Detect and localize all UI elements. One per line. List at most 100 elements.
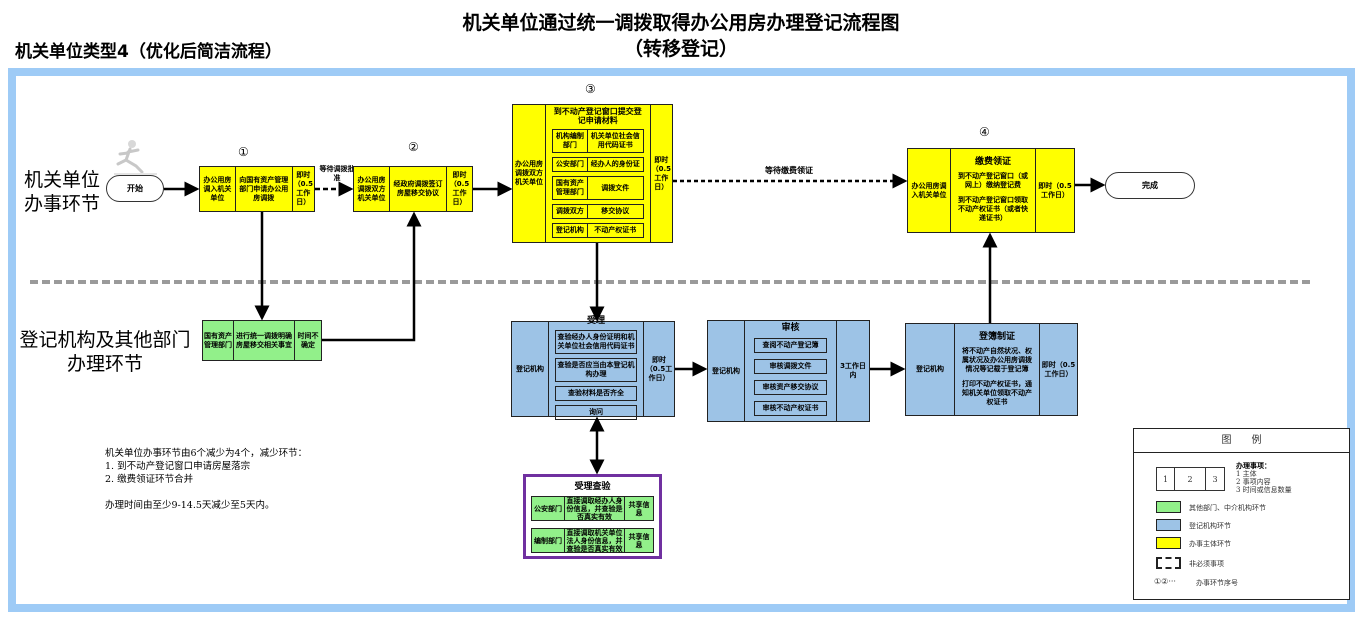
running-person-icon (114, 140, 157, 175)
step-subject: 办公用房调入机关单位 (911, 181, 947, 199)
task-item: 查验是否应当由本登记机构办理 (555, 357, 637, 382)
step-content: 受理 查验经办人身份证明和机关单位社会信用代码证书 查验是否应当由本登记机构办理… (548, 316, 643, 420)
step-number: ③ (585, 82, 596, 96)
material-doc: 移交协议 (586, 205, 643, 218)
material-row: 登记机构不动产权证书 (551, 223, 644, 238)
task-item: 查阅不动产登记簿 (754, 337, 827, 353)
step-subject: 办公用房调拨双方机关单位 (514, 160, 543, 186)
step-content: 审核 查阅不动产登记簿 审核调拨文件 审核资产移交协议 审核不动产权证书 (744, 321, 836, 421)
step-subject: 登记机构 (712, 366, 740, 375)
material-row: 国有资产管理部门调拨文件 (551, 176, 644, 200)
page-title: 机关单位通过统一调拨取得办公用房办理登记流程图 (462, 12, 900, 34)
legend-item-explain: 办理事项： 1 主体 2 事项内容 3 时间或信息数量 (1236, 461, 1292, 495)
asset-dept-box: 国有资产管理部门 进行统一调拨明确房屋移交相关事宜 时间不确定 (202, 320, 322, 361)
step-time: 即时（0.5工作日） (1039, 324, 1077, 415)
step-heading: 受理 (586, 315, 605, 326)
legend-text: 办理事项： (1236, 461, 1271, 470)
note-line: 办理时间由至少9-14.5天减少至5天内。 (105, 500, 275, 511)
check-content: 直接调取机关单位法人身份信息，并查验是否真实有效 (564, 529, 624, 553)
legend-col: 3 (1212, 474, 1218, 484)
step-number: ④ (979, 125, 990, 139)
step-time: 即时（0.5工作日） (291, 167, 314, 211)
material-dept: 国有资产管理部门 (555, 179, 584, 196)
step-content: 到不动产登记窗口提交登记申请材料 机构编制部门机关单位社会信用代码证书 公安部门… (544, 105, 650, 242)
step-text: 到不动产登记窗口领取不动产权证书（或者快递证书） (958, 196, 1028, 222)
lane-label-line: 办事环节 (24, 193, 101, 215)
legend: 图 例 1 2 3 办理事项： 1 主体 2 事项内容 3 时间或信息数量 其他… (1133, 428, 1350, 600)
step-text: 打印不动产权证书，通知机关单位领取不动产权证书 (962, 379, 1032, 406)
step1-box: 办公用房调入机关单位 向国有资产管理部门申请办公用房调拨 即时（0.5工作日） (199, 166, 315, 212)
step-heading: 受理查验 (574, 482, 611, 492)
legend-swatch-green (1156, 501, 1181, 513)
step-time: 即时（0.5工作日） (1035, 149, 1074, 232)
check-info: 共享信息 (624, 497, 653, 520)
legend-swatch-dashed (1156, 557, 1181, 569)
step-time: 即时（0.5工作日） (643, 322, 674, 416)
accept-box: 登记机构 受理 查验经办人身份证明和机关单位社会信用代码证书 查验是否应当由本登… (511, 316, 675, 420)
start-node: 开始 (106, 175, 164, 202)
note-line: 1. 到不动产登记窗口申请房屋落宗 (105, 461, 251, 472)
step-number: ② (408, 140, 419, 154)
material-dept: 登记机构 (555, 226, 584, 234)
legend-col: 2 (1175, 468, 1206, 490)
check-dept: 编制部门 (534, 536, 562, 545)
note-line: 机关单位办事环节由6个减少为4个，减少环节： (105, 448, 308, 459)
lane-label-line: 登记机构及其他部门 (19, 329, 191, 351)
check-info: 共享信息 (624, 529, 653, 552)
wait-label: 等待缴费领证 (765, 166, 813, 175)
material-dept: 机构编制部门 (555, 132, 584, 149)
material-doc: 调拨文件 (586, 177, 643, 199)
task-item: 审核不动产权证书 (754, 400, 827, 416)
legend-sample-box: 1 2 3 (1156, 467, 1225, 491)
legend-swatch-blue (1156, 519, 1181, 531)
legend-text: 登记机构环节 (1189, 522, 1231, 530)
step-heading: 到不动产登记窗口提交登记申请材料 (553, 107, 642, 125)
step-content: 缴费领证 到不动产登记窗口（或网上）缴纳登记费 到不动产登记窗口领取不动产权证书… (950, 149, 1035, 232)
material-doc: 不动产权证书 (586, 224, 643, 237)
legend-title: 图 例 (1134, 429, 1349, 453)
check-content: 直接调取经办人身份信息，并查验是否真实有效 (564, 497, 624, 521)
legend-swatch-yellow (1156, 537, 1181, 549)
step-heading: 审核 (781, 322, 800, 333)
legend-col: 1 (1157, 468, 1175, 490)
step4-box: 办公用房调入机关单位 缴费领证 到不动产登记窗口（或网上）缴纳登记费 到不动产登… (907, 148, 1075, 233)
step3-box: 办公用房调拨双方机关单位 到不动产登记窗口提交登记申请材料 机构编制部门机关单位… (512, 104, 673, 243)
review-box: 登记机构 审核 查阅不动产登记簿 审核调拨文件 审核资产移交协议 审核不动产权证… (707, 320, 870, 422)
material-doc: 机关单位社会信用代码证书 (586, 130, 643, 152)
summary-notes: 机关单位办事环节由6个减少为4个，减少环节： 1. 到不动产登记窗口申请房屋落宗… (105, 447, 307, 512)
page-title-sub: （转移登记） (623, 38, 738, 60)
step-text: 将不动产自然状况、权属状况及办公用房调拨情况等记载于登记簿 (962, 346, 1032, 373)
step-time: 时间不确定 (294, 321, 321, 360)
step-content: 向国有资产管理部门申请办公用房调拨 (234, 167, 292, 211)
step-content: 进行统一调拨明确房屋移交相关事宜 (233, 321, 294, 360)
lane-label-line: 机关单位 (24, 169, 101, 191)
legend-text: 办事主体环节 (1189, 540, 1231, 548)
material-row: 调拨双方移交协议 (551, 204, 644, 219)
step-subject: 国有资产管理部门 (204, 331, 232, 349)
subtitle: 机关单位类型4（优化后简洁流程） (15, 42, 282, 62)
legend-text: 办事环节序号 (1196, 579, 1238, 587)
step-heading: 登簿制证 (978, 331, 1015, 342)
step-time: 3工作日内 (836, 321, 869, 421)
step-time: 即时（0.5工作日） (649, 105, 672, 242)
check-row: 公安部门 直接调取经办人身份信息，并查验是否真实有效 共享信息 (531, 496, 654, 521)
check-row: 编制部门 直接调取机关单位法人身份信息，并查验是否真实有效 共享信息 (531, 528, 654, 553)
material-dept: 公安部门 (555, 160, 584, 168)
task-item: 查验材料是否齐全 (555, 385, 637, 401)
legend-text: 非必须事项 (1189, 560, 1224, 568)
material-row: 机构编制部门机关单位社会信用代码证书 (551, 129, 644, 153)
task-item: 询问 (555, 404, 637, 420)
register-box: 登记机构 登簿制证 将不动产自然状况、权属状况及办公用房调拨情况等记载于登记簿 … (905, 323, 1078, 416)
step-subject: 办公用房调入机关单位 (203, 175, 232, 202)
diagram-frame (8, 68, 1355, 612)
task-item: 查验经办人身份证明和机关单位社会信用代码证书 (555, 329, 637, 354)
material-dept: 调拨双方 (555, 207, 584, 215)
legend-text: 其他部门、中介机构环节 (1189, 504, 1266, 512)
lane-label-applicant: 机关单位办事环节 (24, 168, 102, 216)
step-subject: 登记机构 (916, 365, 944, 373)
step2-box: 办公用房调拨双方机关单位 经政府调拨签订房屋移交协议 即时（0.5工作日） (353, 166, 473, 212)
task-item: 审核调拨文件 (754, 358, 827, 374)
step-content: 经政府调拨签订房屋移交协议 (389, 167, 446, 211)
step-heading: 缴费领证 (974, 157, 1011, 167)
wait-label: 等待调拨批准 (319, 165, 355, 182)
